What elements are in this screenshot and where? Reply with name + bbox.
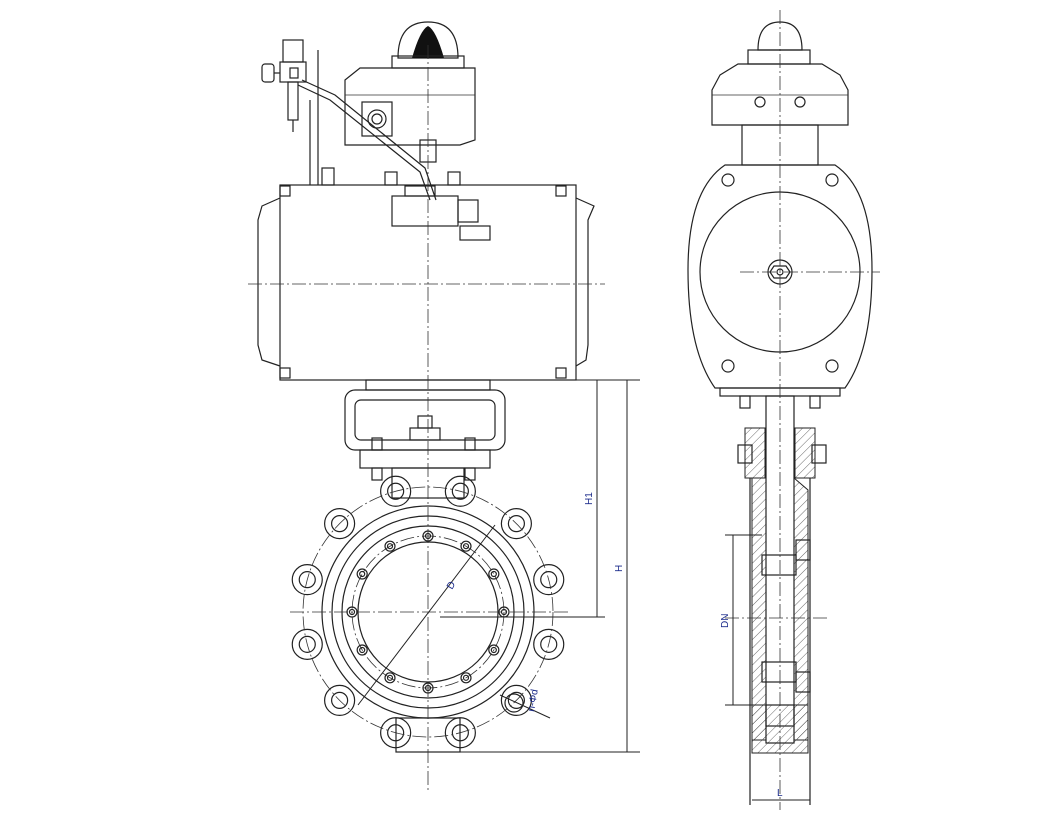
dn-label: DN: [720, 614, 731, 628]
valve-body-front: [290, 45, 570, 790]
disc-bolt: [384, 672, 396, 684]
front-view: n-Φd D H1 H: [248, 21, 640, 790]
valve-body-side: [725, 10, 880, 810]
disc-bolt: [348, 608, 356, 616]
lug-bolt-hole: [298, 635, 316, 653]
disc-bolt: [490, 646, 497, 654]
lug-bolt-hole: [324, 508, 356, 540]
disc-bolt: [386, 674, 394, 681]
l-label: L: [777, 788, 783, 799]
lug-bolt-hole: [540, 571, 558, 589]
disc-bolt: [462, 674, 470, 681]
dimension-lines-side: [725, 534, 810, 801]
disc-bolt: [356, 644, 368, 656]
dimension-lines-front: [440, 379, 640, 753]
lug-bolt-hole: [533, 564, 565, 596]
disc-bolt: [386, 543, 394, 550]
bolt-hole-label: n-Φd: [526, 689, 541, 713]
disc-bolt: [490, 570, 497, 578]
lug-bolt-hole: [451, 482, 469, 500]
solenoid-valve: [391, 185, 491, 241]
lug-bolt-hole: [331, 691, 349, 709]
lug-bolt-hole: [500, 508, 532, 540]
lug-bolt-hole: [387, 482, 405, 500]
lug-bolt-hole: [507, 691, 525, 709]
air-filter-regulator: [261, 39, 307, 132]
lug-bolt-hole: [291, 564, 323, 596]
disc-bolt: [384, 540, 396, 552]
disc-bolt: [359, 570, 366, 578]
side-view: DN L: [687, 10, 880, 810]
pneumatic-actuator: [248, 184, 605, 381]
lug-bolt-hole: [331, 515, 349, 533]
disc-bolt: [488, 568, 500, 580]
lug-bolt-hole: [324, 684, 356, 716]
disc-bolt: [359, 646, 366, 654]
disc-bolt: [356, 568, 368, 580]
lug-bolt-hole: [291, 628, 323, 660]
lug-bolt-hole: [500, 684, 532, 716]
disc-bolt: [488, 644, 500, 656]
h1-label: H1: [584, 492, 595, 505]
mounting-bracket: [344, 379, 506, 499]
bolt-circle-label: D: [445, 580, 458, 592]
lug-bolt-hole: [540, 635, 558, 653]
lug-bolt-hole: [507, 515, 525, 533]
h-label: H: [614, 565, 625, 572]
disc-bolt: [460, 540, 472, 552]
lug-bolt-hole: [533, 628, 565, 660]
lug-bolt-hole: [380, 475, 412, 507]
lug-bolt-hole: [444, 475, 476, 507]
limit-switch-box: [309, 50, 476, 186]
disc-bolt: [460, 672, 472, 684]
disc-bolt: [462, 543, 470, 550]
lug-bolt-hole: [298, 571, 316, 589]
